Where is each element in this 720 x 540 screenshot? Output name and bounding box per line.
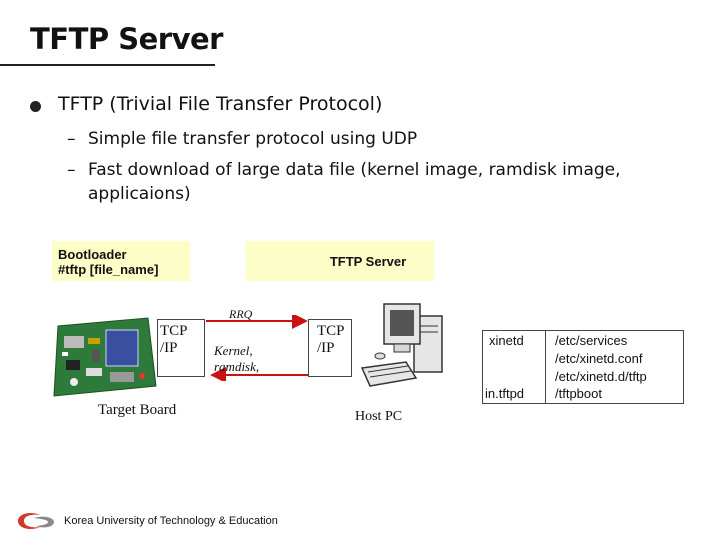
tcp-ip-target-box: TCP /IP [157, 319, 205, 377]
table-services: /etc/services [555, 333, 628, 348]
bullet-dot-icon [30, 101, 41, 112]
tcp-right-line1: TCP [317, 323, 345, 339]
bootloader-label: Bootloader [58, 247, 127, 262]
kernel-line1: Kernel, [214, 343, 253, 358]
tcp-left-line1: TCP [160, 323, 188, 339]
sub-bullet-fast-download-1: Fast download of large data file (kernel… [88, 160, 621, 180]
target-board-icon [53, 317, 157, 397]
table-tftpboot: /tftpboot [555, 386, 602, 401]
table-xinetd: xinetd [489, 333, 524, 348]
tftp-server-box: TFTP Server [246, 241, 434, 281]
transfer-arrows [206, 315, 308, 381]
title-underline [0, 64, 215, 66]
tcp-right-line2: /IP [317, 340, 335, 356]
config-table: xinetd in.tftpd /etc/services /etc/xinet… [482, 330, 684, 404]
table-xinetd-conf: /etc/xinetd.conf [555, 351, 643, 366]
host-pc-icon [360, 303, 443, 387]
university-logo-icon [18, 513, 54, 529]
rrq-label: RRQ [229, 307, 253, 321]
bullet-tftp: TFTP (Trivial File Transfer Protocol) [58, 93, 383, 115]
dash-1: – [67, 129, 76, 149]
kernel-line2: ramdisk, [214, 359, 260, 374]
table-xinetd-tftp: /etc/xinetd.d/tftp [555, 369, 647, 384]
table-in-tftpd: in.tftpd [485, 386, 525, 401]
tcp-left-line2: /IP [160, 340, 178, 356]
table-divider [545, 331, 546, 403]
bootloader-box: Bootloader #tftp [file_name] [52, 241, 190, 281]
tcp-ip-host-box: TCP /IP [308, 319, 352, 377]
target-board-label: Target Board [98, 402, 177, 418]
kernel-ramdisk-label: Kernel, ramdisk, [214, 343, 259, 375]
bootloader-command: #tftp [file_name] [58, 262, 159, 277]
slide-title: TFTP Server [30, 22, 223, 56]
tftp-server-label: TFTP Server [329, 253, 407, 269]
host-pc-label: Host PC [355, 409, 403, 424]
dash-2: – [67, 160, 76, 180]
sub-bullet-fast-download-2: applicaions) [88, 184, 191, 204]
sub-bullet-udp: Simple file transfer protocol using UDP [88, 129, 418, 149]
footer-university: Korea University of Technology & Educati… [64, 515, 278, 527]
